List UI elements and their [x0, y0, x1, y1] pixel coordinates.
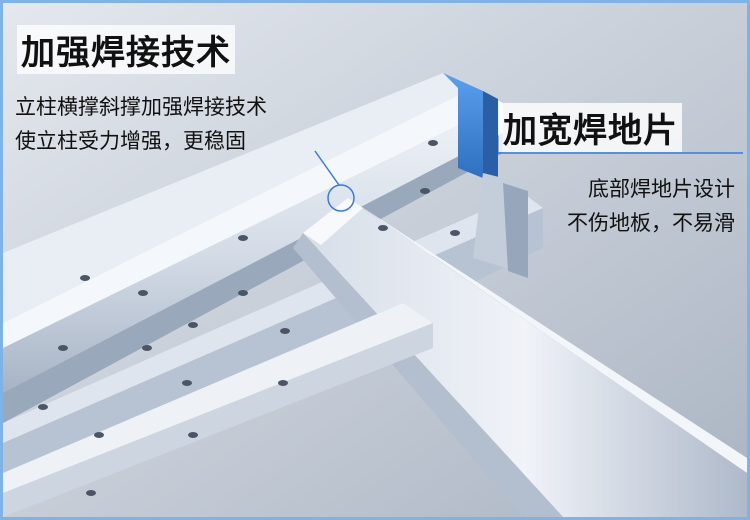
foot-plate-description-line1: 底部焊地片设计 — [588, 177, 735, 201]
heading-foot-plate: 加宽焊地片 — [499, 103, 682, 152]
callout-pointer-left — [314, 150, 355, 212]
welding-description-line1: 立柱横撑斜撑加强焊接技术 — [15, 95, 267, 119]
steel-frame-photo — [3, 3, 747, 517]
weld-plate — [443, 73, 483, 178]
heading-welding: 加强焊接技术 — [17, 25, 235, 74]
bolt-holes — [38, 140, 460, 496]
welding-description-line2: 使立柱受力增强，更稳固 — [15, 129, 246, 153]
cross-beam — [303, 198, 747, 517]
foot-plate-description-line2: 不伤地板，不易滑 — [567, 211, 735, 235]
rail-top — [3, 73, 473, 323]
